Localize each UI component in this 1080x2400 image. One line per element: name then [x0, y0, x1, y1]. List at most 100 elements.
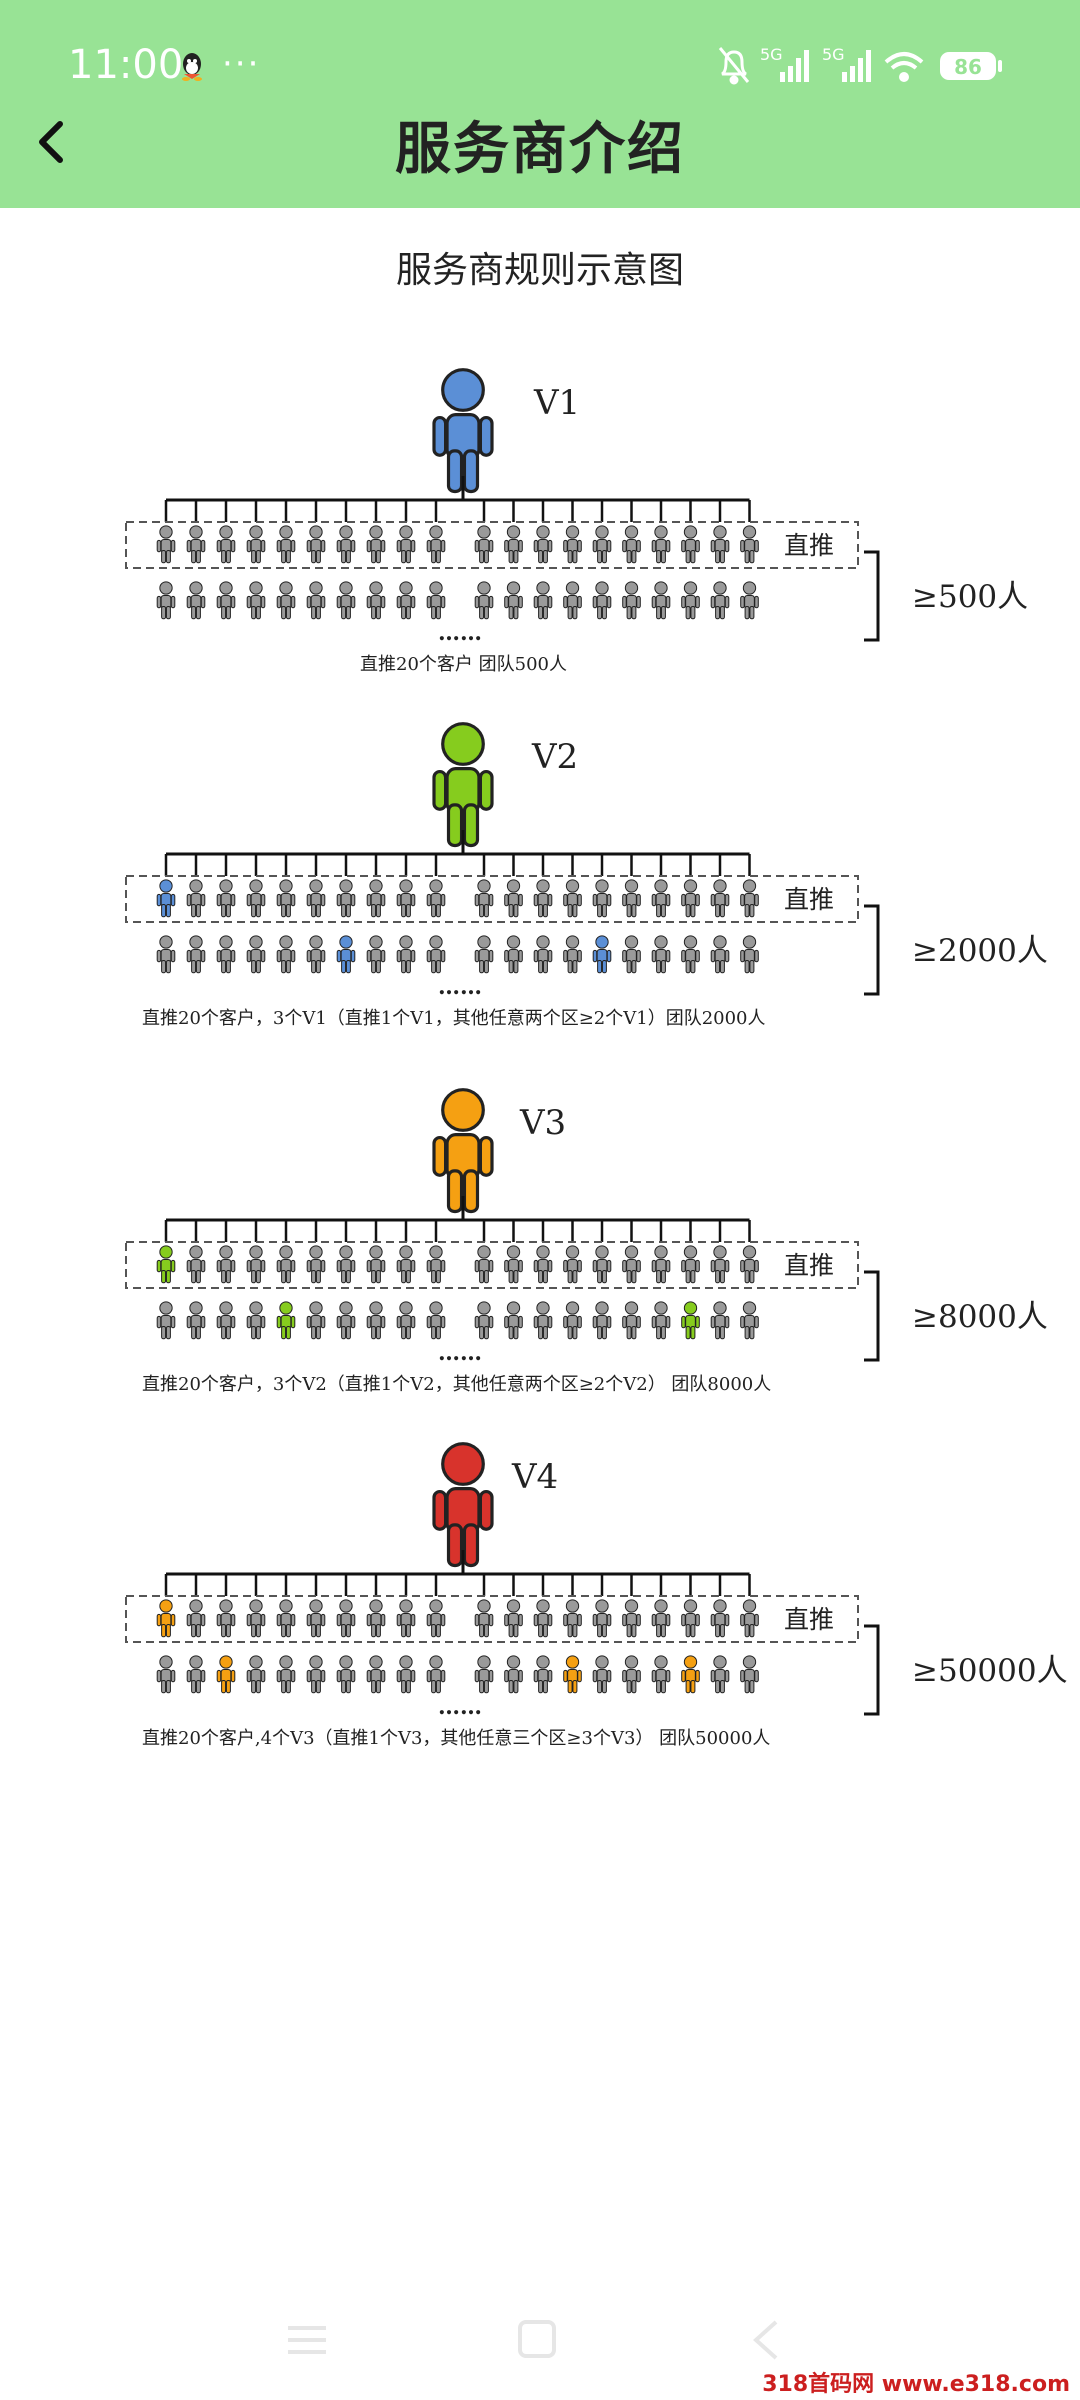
- member-icon: [740, 1599, 759, 1638]
- member-icon: [681, 581, 700, 620]
- direct-box: [125, 875, 859, 923]
- member-icon: [396, 581, 416, 620]
- battery-level: 86: [954, 55, 982, 79]
- member-icon: [306, 1655, 326, 1694]
- back-triangle-icon[interactable]: [753, 2320, 778, 2360]
- menu-icon[interactable]: [288, 2326, 326, 2354]
- watermark: 318首码网 www.e318.com: [762, 2372, 1070, 2397]
- member-icon: [740, 525, 759, 564]
- member-icon: [216, 581, 236, 620]
- member-icon: [306, 879, 326, 918]
- direct-label: 直推: [784, 531, 834, 560]
- member-icon: [622, 1599, 641, 1638]
- member-icon: [533, 1655, 553, 1694]
- member-icon: [592, 1599, 612, 1638]
- member-icon: [740, 1655, 759, 1694]
- member-icon: [504, 879, 523, 918]
- member-icon: [156, 1301, 176, 1340]
- member-icon: [306, 1301, 326, 1340]
- level-name: V1: [533, 383, 580, 423]
- member-icon: [156, 1599, 176, 1638]
- member-icon: [186, 1245, 206, 1284]
- member-icon: [156, 581, 176, 620]
- member-icon: [366, 1599, 386, 1638]
- member-icon: [156, 525, 176, 564]
- level-description: 直推20个客户，3个V2（直推1个V2，其他任意两个区≥2个V2） 团队8000…: [142, 1374, 771, 1395]
- level-description: 直推20个客户,4个V3（直推1个V3，其他任意三个区≥3个V3） 团队5000…: [142, 1728, 770, 1749]
- member-icon: [563, 935, 582, 974]
- member-icon: [563, 1599, 582, 1638]
- member-icon: [246, 1599, 266, 1638]
- level-name: V2: [531, 737, 578, 777]
- member-icon: [276, 879, 296, 918]
- member-icon: [426, 1245, 446, 1284]
- member-icon: [186, 1301, 206, 1340]
- member-icon: [156, 935, 176, 974]
- member-icon: [681, 1245, 700, 1284]
- member-icon: [396, 1301, 416, 1340]
- member-icon: [276, 525, 296, 564]
- member-icon: [504, 1599, 523, 1638]
- member-icon: [336, 1599, 356, 1638]
- member-icon: [622, 935, 641, 974]
- page-title: 服务商介绍: [395, 117, 685, 182]
- member-icon: [336, 525, 356, 564]
- member-icon: [710, 1655, 730, 1694]
- member-icon: [474, 935, 494, 974]
- back-button[interactable]: [30, 112, 78, 172]
- member-icon: [681, 1301, 700, 1340]
- member-icon: [563, 1655, 582, 1694]
- member-icon: [563, 1301, 582, 1340]
- member-icon: [246, 935, 266, 974]
- member-icon: [156, 1245, 176, 1284]
- member-icon: [504, 1245, 523, 1284]
- member-icon: [710, 935, 730, 974]
- member-icon: [246, 525, 266, 564]
- member-icon: [306, 1245, 326, 1284]
- member-icon: [396, 1245, 416, 1284]
- member-icon: [710, 1599, 730, 1638]
- member-icon: [504, 935, 523, 974]
- member-icon: [276, 1599, 296, 1638]
- member-icon: [186, 581, 206, 620]
- member-icon: [306, 935, 326, 974]
- signal-icon: [842, 50, 871, 82]
- member-icon: [563, 581, 582, 620]
- member-icon: [533, 879, 553, 918]
- member-icon: [504, 1655, 523, 1694]
- diagram-title: 服务商规则示意图: [396, 250, 684, 291]
- member-icon: [710, 879, 730, 918]
- member-icon: [592, 525, 612, 564]
- member-icon: [186, 1599, 206, 1638]
- member-icon: [246, 1655, 266, 1694]
- member-icon: [336, 1301, 356, 1340]
- member-icon: [533, 1599, 553, 1638]
- member-icon: [622, 1655, 641, 1694]
- member-icon: [651, 1245, 671, 1284]
- member-icon: [216, 1599, 236, 1638]
- member-icon: [504, 581, 523, 620]
- member-icon: [622, 879, 641, 918]
- member-icon: [622, 1301, 641, 1340]
- member-icon: [156, 879, 176, 918]
- leader-v1-icon: [432, 368, 494, 494]
- direct-box: [125, 521, 859, 569]
- network-label-2: 5G: [822, 45, 845, 64]
- member-icon: [651, 1655, 671, 1694]
- member-icon: [474, 1245, 494, 1284]
- member-icon: [474, 1599, 494, 1638]
- ellipsis: ……: [438, 1340, 482, 1366]
- home-square-icon[interactable]: [518, 2320, 556, 2358]
- member-icon: [366, 935, 386, 974]
- level-description: 直推20个客户，3个V1（直推1个V1，其他任意两个区≥2个V1）团队2000人: [142, 1008, 766, 1029]
- member-icon: [336, 879, 356, 918]
- member-icon: [426, 879, 446, 918]
- member-icon: [216, 1245, 236, 1284]
- bracket: [864, 1624, 880, 1716]
- member-icon: [592, 1245, 612, 1284]
- member-icon: [710, 1245, 730, 1284]
- member-icon: [426, 1599, 446, 1638]
- member-icon: [246, 879, 266, 918]
- direct-box: [125, 1241, 859, 1289]
